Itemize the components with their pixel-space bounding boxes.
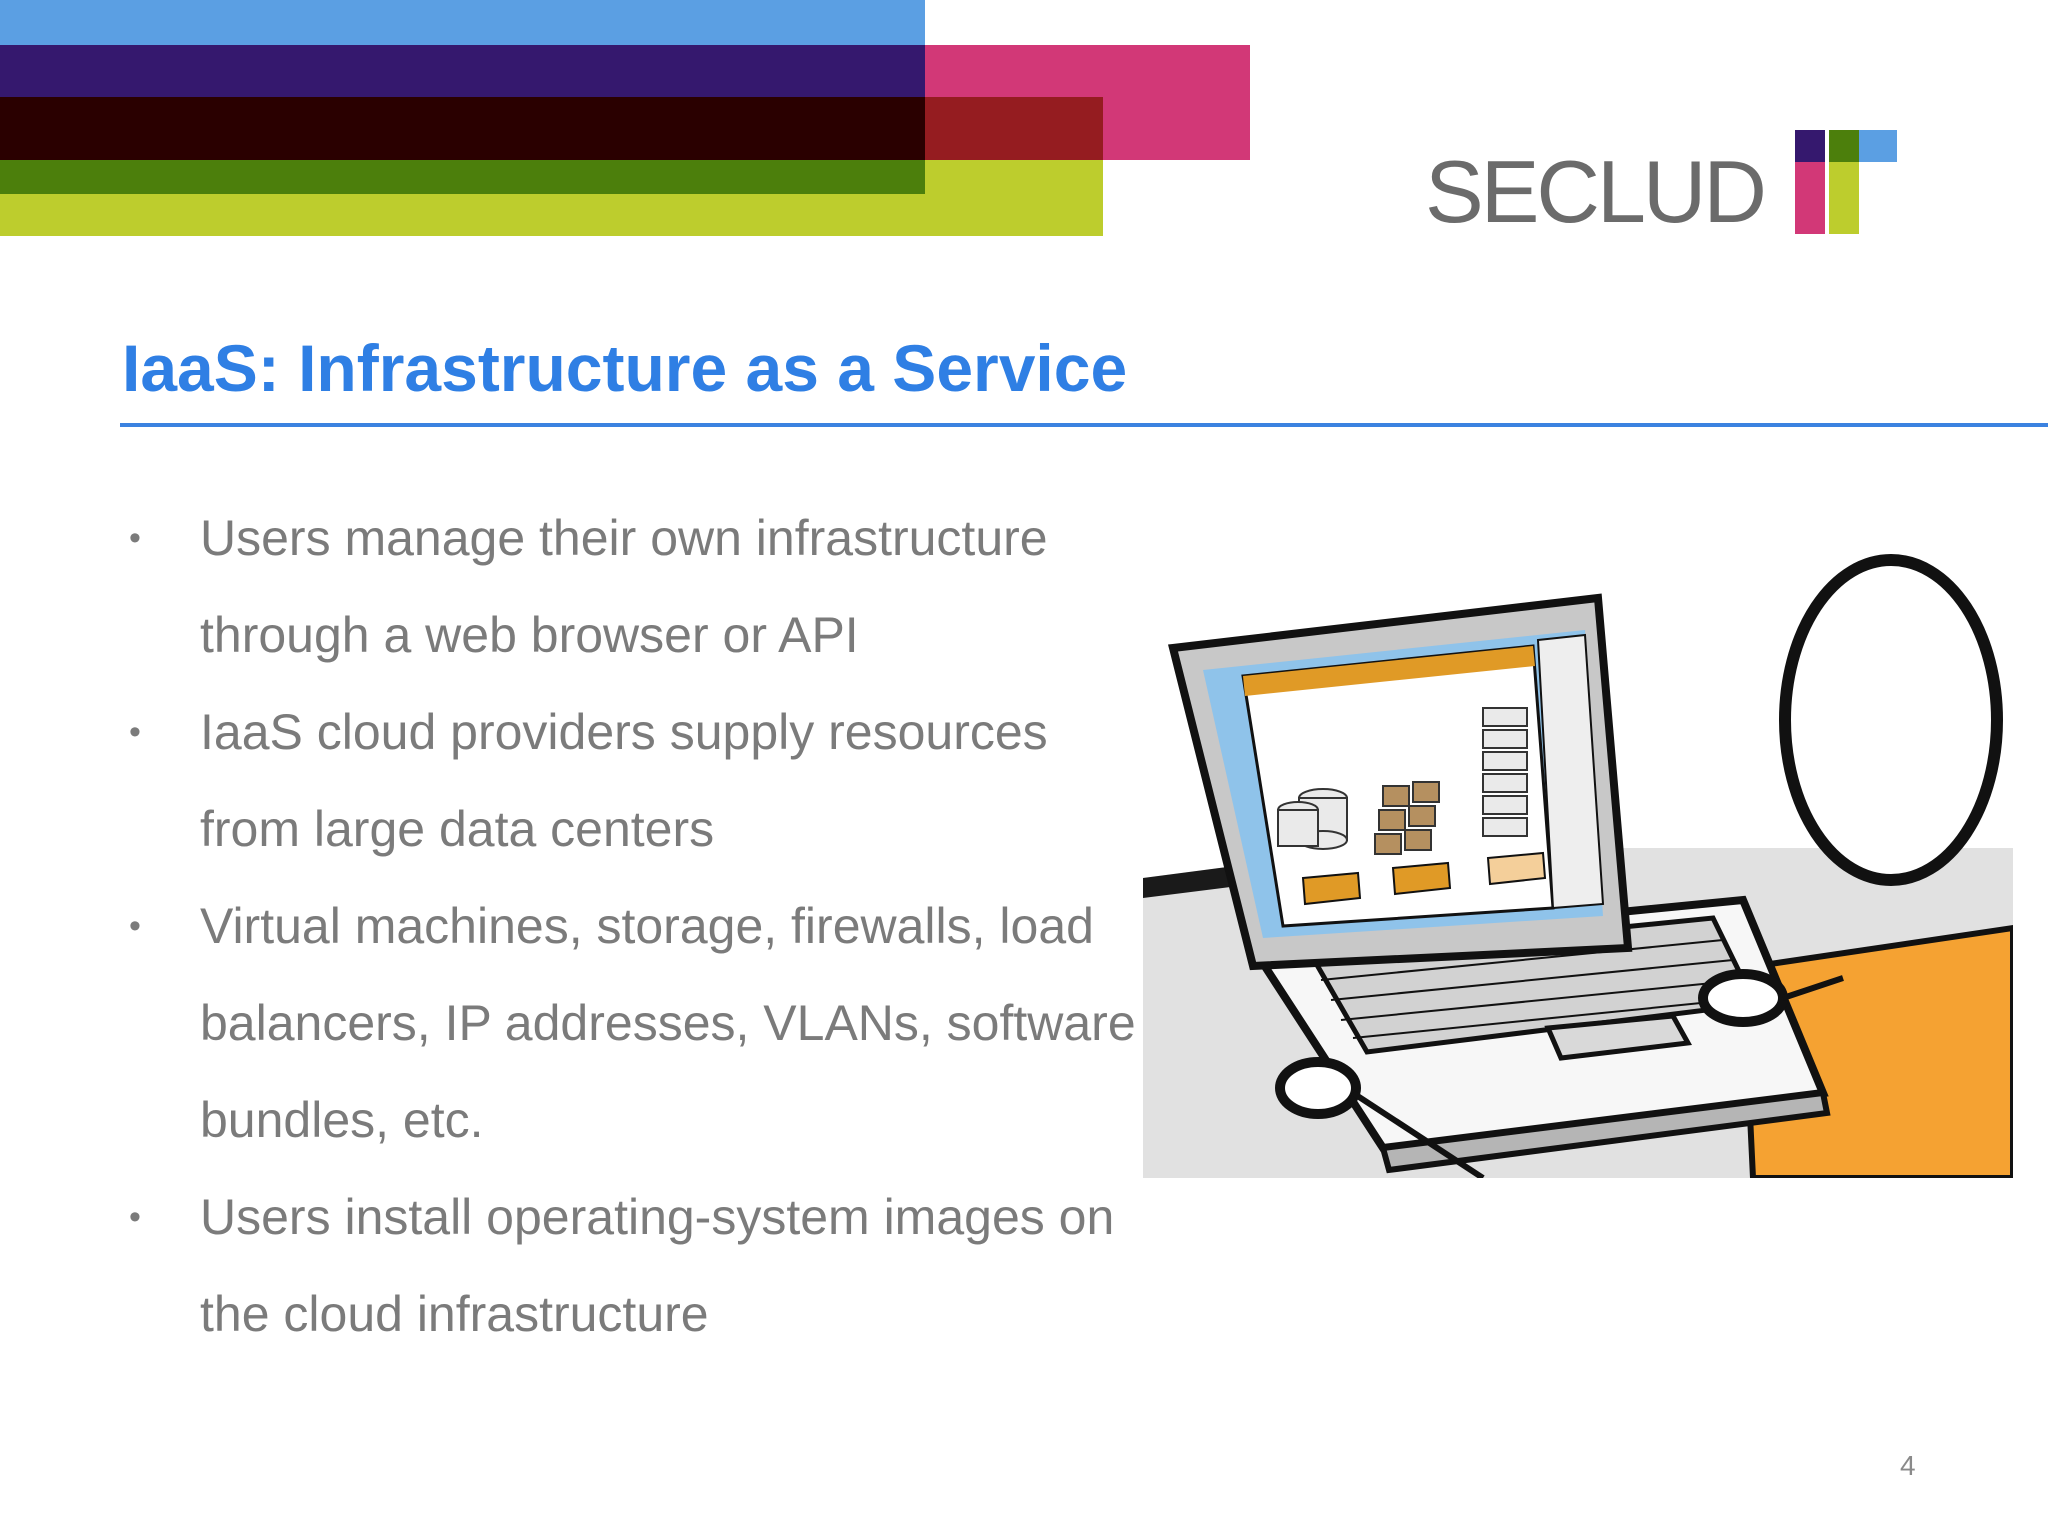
logo-text: SECLUD [1425,142,1767,241]
bullet-marker: • [129,519,141,557]
bullet-list: • Users manage their own infrastructure … [120,490,1140,1363]
secludit-logo: SECLUD [1425,128,1925,238]
bullet-text: Users install operating-system images on… [200,1189,1115,1342]
laptop-user-illustration [1143,554,2013,1178]
bullet-text: Virtual machines, storage, firewalls, lo… [200,898,1136,1148]
bullet-item: • Users install operating-system images … [120,1169,1140,1363]
bullet-item: • Virtual machines, storage, firewalls, … [120,878,1140,1169]
bullet-marker: • [129,907,141,945]
bullet-text: IaaS cloud providers supply resources fr… [200,704,1048,857]
page-title: IaaS: Infrastructure as a Service [122,331,1128,405]
bullet-marker: • [129,1198,141,1236]
bullet-marker: • [129,713,141,751]
header-band-dark [0,97,925,160]
header-band-lime-right [925,160,1103,194]
bullet-item: • IaaS cloud providers supply resources … [120,684,1140,878]
header-band-blue [0,0,925,45]
title-underline [120,423,2048,427]
header-band-red [925,97,1103,160]
bullet-item: • Users manage their own infrastructure … [120,490,1140,684]
bullet-text: Users manage their own infrastructure th… [200,510,1048,663]
page-number: 4 [1900,1450,1916,1481]
header-band-green [0,160,925,194]
header-band-lime [0,194,1103,236]
logo-it-mark [1795,130,1897,234]
header-band-purple [0,45,925,97]
